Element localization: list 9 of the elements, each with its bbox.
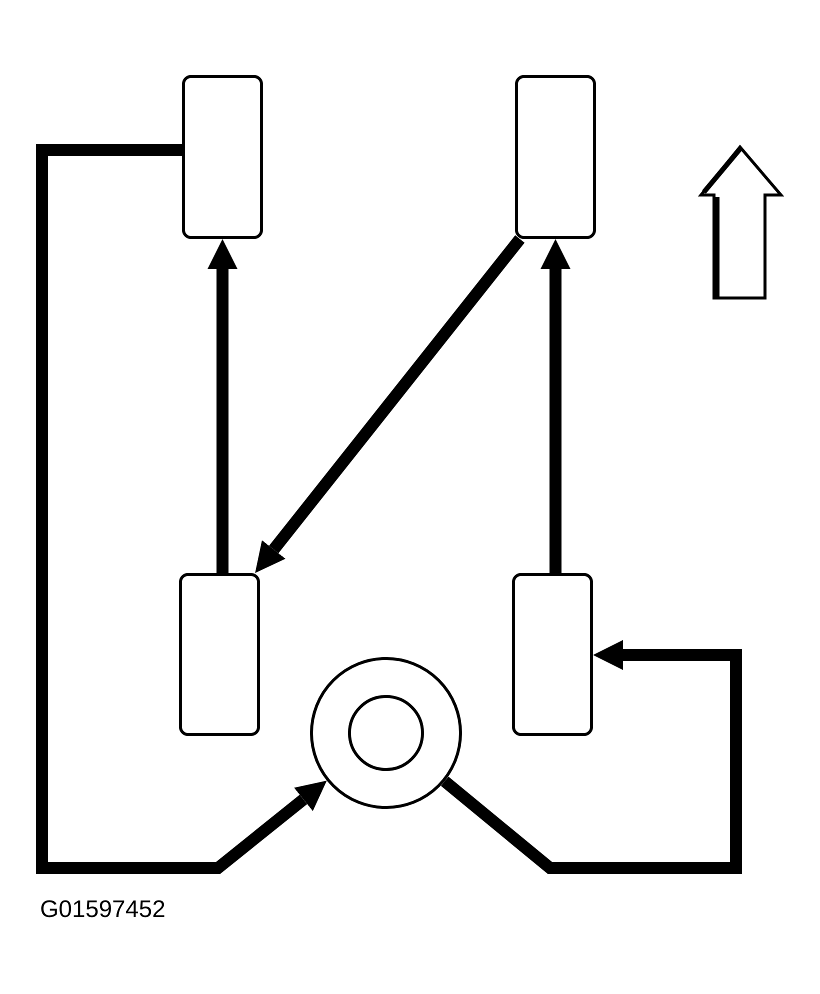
spare-wheel <box>310 657 462 809</box>
tire <box>182 75 263 239</box>
tire <box>512 573 593 736</box>
tire <box>515 75 596 239</box>
tire <box>179 573 260 736</box>
figure-code: G01597452 <box>40 896 166 924</box>
arrow <box>540 239 570 573</box>
arrow <box>208 239 238 573</box>
arrow <box>440 640 742 874</box>
